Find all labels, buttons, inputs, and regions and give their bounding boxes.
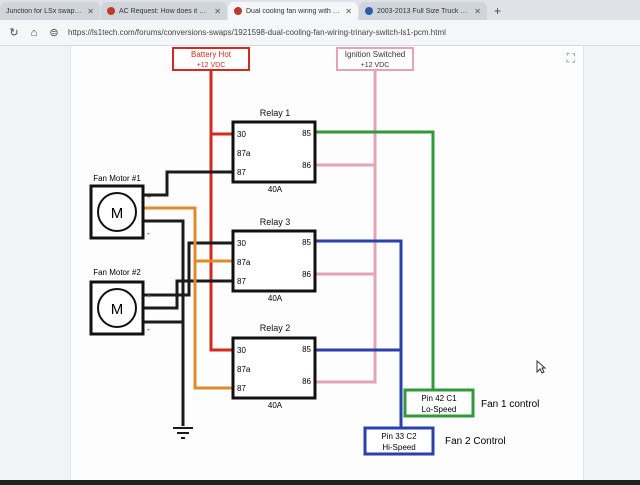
fan-motor1-plus: + [147, 194, 151, 201]
relay1-pin-86: 86 [302, 161, 311, 170]
image-viewer: ⛶ [70, 46, 584, 480]
fan-motor2-label: Fan Motor #2 [93, 268, 141, 277]
page-viewport: ⛶ [0, 46, 640, 480]
close-tab-icon[interactable]: ✕ [214, 6, 221, 16]
fan2-control-caption: Fan 2 Control [445, 436, 506, 447]
new-tab-button[interactable]: + [494, 4, 502, 18]
address-bar[interactable]: https://ls1tech.com/forums/conversions-s… [68, 28, 446, 37]
tab-label: Dual cooling fan wiring with Trin [246, 7, 342, 15]
motor-icon [97, 288, 137, 328]
lo-speed-wire [315, 130, 435, 390]
relay1-87-wire [143, 170, 233, 197]
relay1-rating: 40A [268, 185, 283, 194]
battery-label-box [172, 47, 250, 71]
fan-motor1-minus: - [147, 229, 150, 238]
ignition-wire [315, 70, 377, 384]
relay3-pin-87a: 87a [237, 258, 251, 267]
pcm-pin-lo-speed: Lo-Speed [422, 405, 457, 414]
mouse-cursor-icon [536, 360, 546, 374]
favicon-icon [107, 7, 115, 15]
relay2-pin-85: 85 [302, 345, 311, 354]
browser-tab[interactable]: AC Request: How does it work ✕ [101, 2, 227, 20]
expand-image-icon[interactable]: ⛶ [566, 51, 575, 65]
wiring-diagram: Battery Hot +12 VDC Ignition Switched +1… [89, 47, 539, 456]
address-toolbar: ↻ ⌂ ⊜ https://ls1tech.com/forums/convers… [0, 20, 640, 46]
pcm-pin-lo-label: Pin 42 C1 [421, 394, 457, 403]
battery-wire [209, 70, 233, 352]
relay3-pin-85: 85 [302, 238, 311, 247]
browser-tab-active[interactable]: Dual cooling fan wiring with Trin ✕ [228, 2, 358, 20]
ignition-label: Ignition Switched [345, 50, 405, 59]
battery-voltage: +12 VDC [197, 62, 226, 69]
site-info-icon[interactable]: ⊜ [49, 27, 59, 39]
favicon-icon [234, 7, 242, 15]
relay3-pin-86: 86 [302, 270, 311, 279]
battery-label: Battery Hot [191, 50, 232, 59]
relay3-box [231, 229, 317, 293]
browser-tab[interactable]: Junction for LSx swaps using V8 ✕ [0, 2, 100, 20]
tab-label: Junction for LSx swaps using V8 [6, 7, 83, 15]
close-tab-icon[interactable]: ✕ [474, 6, 481, 16]
reload-icon[interactable]: ↻ [9, 27, 19, 39]
close-tab-icon[interactable]: ✕ [345, 6, 352, 16]
fan-motor2-symbol: M [111, 301, 124, 318]
fan-motor2-minus: - [147, 325, 150, 334]
tab-label: AC Request: How does it work [119, 7, 211, 15]
tab-bar: Junction for LSx swaps using V8 ✕ AC Req… [0, 0, 640, 20]
favicon-icon [365, 7, 373, 15]
relay1-title: Relay 1 [260, 108, 291, 118]
ground-wire [143, 219, 185, 426]
relay2-pin-87a: 87a [237, 365, 251, 374]
fan-motor2-plus: + [147, 293, 151, 300]
relay3-87-wire [143, 279, 233, 310]
ignition-label-box [336, 47, 414, 71]
pcm-pin-lo-box [403, 388, 475, 418]
fan1-control-caption: Fan 1 control [481, 399, 539, 410]
motor-link-wire [143, 206, 233, 390]
relay3-pin-87: 87 [237, 277, 246, 286]
relay1-pin-87: 87 [237, 168, 246, 177]
relay3-title: Relay 3 [260, 217, 291, 227]
ignition-voltage: +12 VDC [361, 62, 390, 69]
relay3-30-wire [143, 241, 233, 297]
pcm-pin-hi-speed: Hi-Speed [382, 443, 415, 452]
relay2-pin-30: 30 [237, 346, 246, 355]
fan-motor1-label: Fan Motor #1 [93, 174, 141, 183]
relay2-pin-86: 86 [302, 377, 311, 386]
relay2-rating: 40A [268, 401, 283, 410]
tab-label: 2003-2013 Full Size Truck Electr [377, 7, 471, 15]
pcm-pin-hi-box [363, 426, 435, 456]
pcm-pin-hi-label: Pin 33 C2 [381, 432, 417, 441]
browser-tab[interactable]: 2003-2013 Full Size Truck Electr ✕ [359, 2, 487, 20]
fan-motor1-symbol: M [111, 205, 124, 222]
relay3-pin-30: 30 [237, 239, 246, 248]
ground-icon [173, 427, 193, 439]
relay1-pin-85: 85 [302, 129, 311, 138]
relay1-pin-30: 30 [237, 130, 246, 139]
home-icon[interactable]: ⌂ [30, 26, 38, 39]
motor-icon [97, 192, 137, 232]
relay3-rating: 40A [268, 294, 283, 303]
relay1-pin-87a: 87a [237, 149, 251, 158]
relay2-pin-87: 87 [237, 384, 246, 393]
relay2-box [231, 336, 317, 400]
hi-speed-wire [315, 239, 403, 428]
relay1-box [231, 120, 317, 184]
close-tab-icon[interactable]: ✕ [87, 6, 94, 16]
relay2-title: Relay 2 [260, 323, 291, 333]
